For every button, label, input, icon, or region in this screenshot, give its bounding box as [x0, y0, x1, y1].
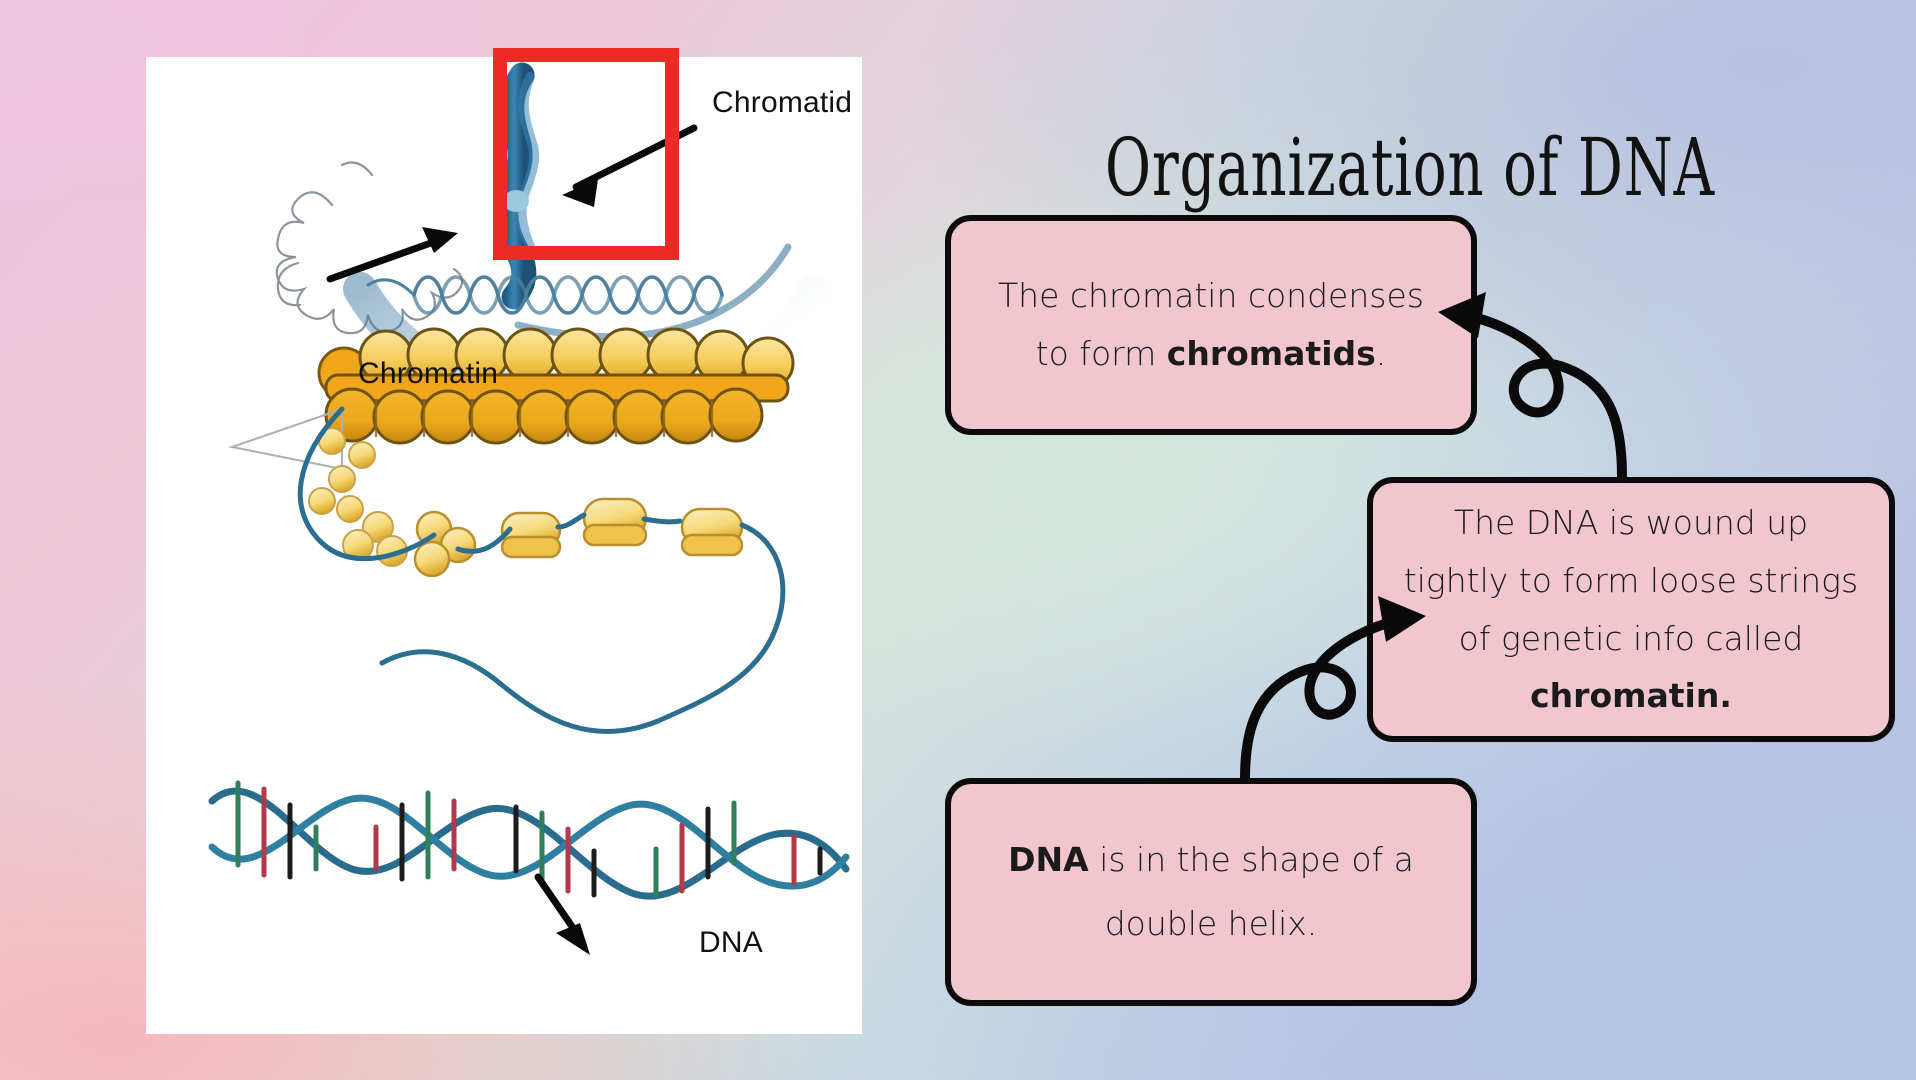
callout-chromatids-text-before: The chromatin condenses to form — [998, 276, 1424, 373]
histone-array — [317, 327, 795, 445]
dna-label-arrow — [534, 873, 590, 955]
callout-chromatids-keyword: chromatids — [1166, 334, 1376, 373]
chromatid-highlight-box — [493, 48, 679, 260]
page-title: Organization of DNA — [1105, 121, 1715, 215]
nucleosome-discs — [413, 497, 744, 578]
figure-label-chromatin: Chromatin — [358, 357, 499, 390]
callout-chromatids-text: The chromatin condenses to form chromati… — [977, 267, 1445, 383]
callout-chromatin-text: The DNA is wound up tightly to form loos… — [1399, 494, 1863, 725]
callout-chromatin-keyword: chromatin. — [1530, 676, 1732, 716]
callout-dna-keyword: DNA — [1008, 839, 1089, 879]
chromatin-fiber-coil — [366, 275, 724, 315]
figure-illustration — [208, 62, 850, 955]
figure-label-dna: DNA — [699, 926, 763, 959]
callout-chromatin: The DNA is wound up tightly to form loos… — [1367, 477, 1895, 742]
chromatin-label-arrow — [326, 227, 458, 283]
figure-label-chromatid: Chromatid — [712, 86, 853, 119]
callout-dna-text-after: is in the shape of a double helix. — [1088, 839, 1414, 943]
nucleosome-beads — [308, 427, 408, 567]
callout-chromatids: The chromatin condenses to form chromati… — [945, 215, 1477, 435]
callout-chromatin-text-before: The DNA is wound up tightly to form loos… — [1403, 503, 1859, 658]
dna-double-helix — [208, 780, 850, 900]
linker-dna-strand — [297, 406, 786, 735]
callout-dna-text: DNA is in the shape of a double helix. — [977, 828, 1445, 957]
callout-chromatids-text-after: . — [1375, 334, 1387, 373]
callout-dna: DNA is in the shape of a double helix. — [945, 778, 1477, 1006]
chromosome-chromatid — [493, 62, 540, 310]
